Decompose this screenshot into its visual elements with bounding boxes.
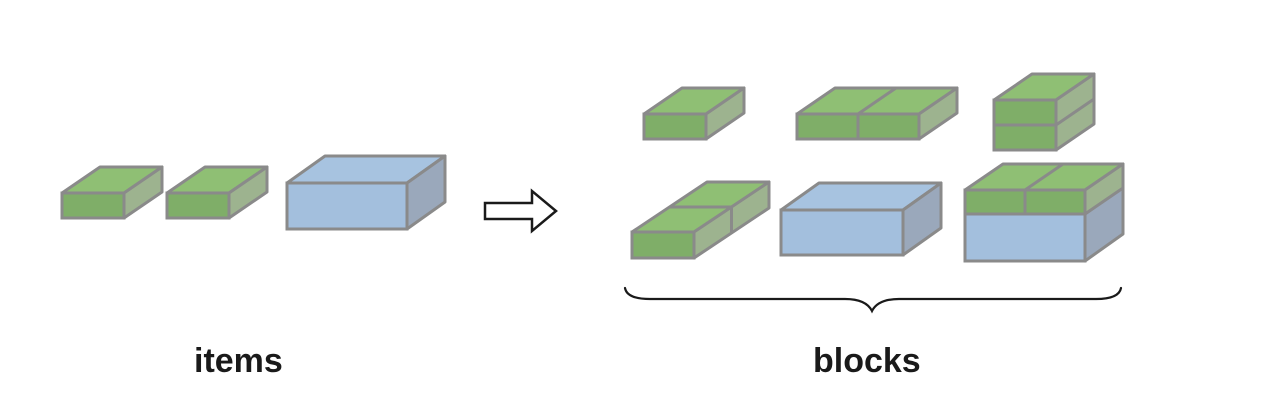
item-green-2 — [165, 165, 269, 220]
block-two-green-wide — [795, 86, 959, 141]
items-group — [60, 154, 447, 231]
double-arrow-icon — [483, 188, 558, 234]
block-two-green-deep — [630, 180, 771, 260]
item-green-1 — [60, 165, 164, 220]
block-green-top-pair — [963, 162, 1125, 216]
items-label: items — [194, 342, 283, 380]
block-single-green — [642, 86, 746, 141]
block-two-green-stacked — [992, 72, 1096, 152]
blocks-brace — [623, 286, 1123, 314]
blocks-label: blocks — [813, 342, 921, 380]
block-blue — [779, 181, 943, 257]
transform-arrow — [483, 188, 558, 234]
item-blue — [285, 154, 447, 231]
curly-brace — [623, 286, 1123, 314]
blocks-group — [630, 72, 1125, 263]
